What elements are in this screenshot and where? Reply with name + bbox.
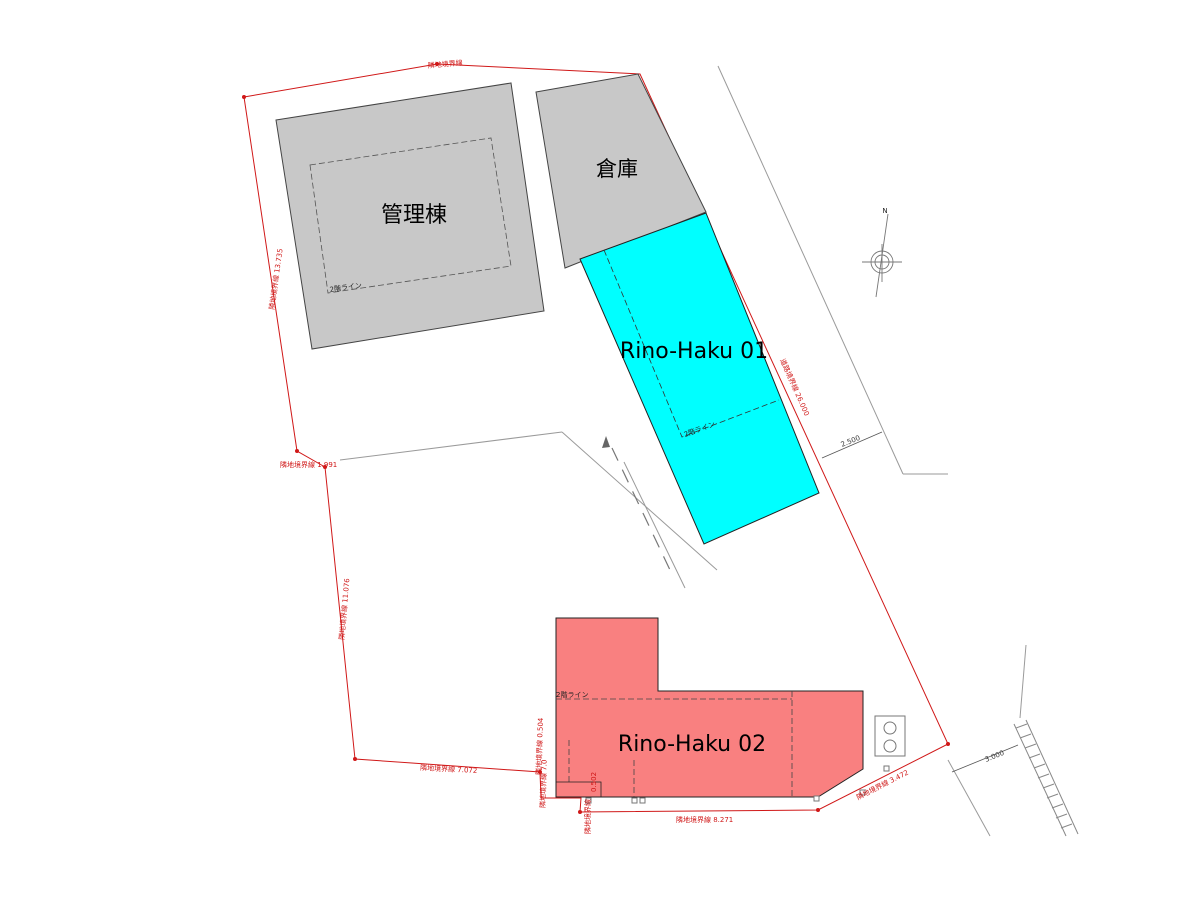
- compass-icon: [862, 213, 902, 298]
- boundary-label-left-mid: 隣地境界線 1.991: [280, 460, 337, 469]
- admin-label: 管理棟: [381, 203, 447, 228]
- boundary-label-bottom-mid: 隣地境界線 8.271: [676, 815, 733, 824]
- entry-arrow: [602, 436, 610, 448]
- road-width-lower-label: 3.000: [984, 749, 1006, 764]
- boundary-label-vertical-bottom: 隣地境界線: [583, 799, 592, 834]
- boundary-label-bottom-small-a: 隣地境界線 0.504: [534, 717, 545, 775]
- boundary-label-top: 隣地境界線: [427, 58, 463, 70]
- boundary-label-left-upper: 隣地境界線 13.735: [267, 248, 285, 310]
- rino-haku-02-floor2-label: 2階ライン: [556, 690, 588, 699]
- boundary-points: [242, 62, 950, 814]
- dimension-lines: [821, 431, 1019, 773]
- admin-building: [275, 82, 545, 350]
- boundary-label-bottom-small-b: 隣地境界線 7.0: [538, 759, 549, 808]
- rino-haku-01-label: Rino-Haku 01: [620, 339, 768, 364]
- rino-haku-02-floor2-line: [556, 691, 793, 797]
- rino-haku-02-step: [556, 781, 602, 797]
- rino-haku-02-label: Rino-Haku 02: [618, 732, 766, 757]
- admin-floor2-line: [309, 137, 512, 294]
- equipment: [585, 715, 906, 804]
- road-lines: [339, 65, 1027, 837]
- driveway-dashes: [611, 447, 671, 571]
- road-width-upper-label: 2.500: [840, 434, 862, 449]
- boundary-label-bottom-right: 隣地境界線 3.472: [855, 768, 910, 802]
- storage-building: [535, 73, 707, 269]
- fence-ladder: [1013, 719, 1079, 837]
- rino-haku-01-floor2-line: [603, 249, 780, 438]
- north-label: N: [882, 207, 887, 215]
- boundary-label-bottom-small-c: 0.502: [590, 772, 598, 792]
- boundary-label-bottom-left: 隣地境界線 7.072: [420, 763, 478, 775]
- rino-haku-01-building: [579, 212, 820, 545]
- storage-label: 倉庫: [596, 157, 638, 181]
- rino-haku-02-building: [555, 617, 864, 798]
